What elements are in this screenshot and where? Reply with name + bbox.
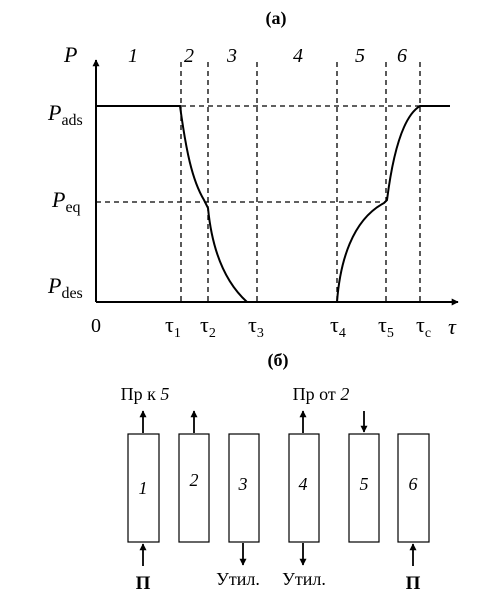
tau-1-label: τ1 — [165, 312, 181, 341]
bottom-label-col-3: Утил. — [216, 569, 260, 589]
stage-5: 5 — [355, 45, 365, 67]
column-3-number: 3 — [238, 474, 248, 494]
p-ads-label: Pads — [47, 100, 83, 129]
stage-3: 3 — [226, 45, 237, 67]
tau-c-label: τc — [416, 312, 431, 341]
bottom-label-col-4: Утил. — [282, 569, 326, 589]
panel-b: (б) Пр к 5 Пр от 2 1 2 3 4 5 6 П Утил. У… — [121, 350, 430, 594]
column-6 — [397, 433, 430, 543]
column-1 — [127, 433, 160, 543]
bottom-label-col-1: П — [136, 573, 151, 594]
pressure-curve-adsorption — [96, 105, 248, 303]
pressure-curve-repressurization — [336, 105, 450, 303]
p-eq-label: Peq — [51, 187, 81, 216]
panel-b-label: (б) — [268, 350, 289, 371]
top-label-col-1: Пр к 5 — [121, 384, 170, 404]
stage-6: 6 — [397, 45, 407, 67]
column-5 — [348, 433, 380, 543]
x-axis-symbol: τ — [448, 314, 457, 339]
origin-label: 0 — [91, 315, 101, 337]
tau-4-label: τ4 — [330, 312, 346, 341]
column-5-number: 5 — [360, 474, 369, 494]
bottom-label-col-6: П — [406, 573, 421, 594]
column-3 — [228, 433, 260, 543]
column-4-number: 4 — [299, 474, 308, 494]
stage-2: 2 — [184, 45, 194, 67]
column-2-number: 2 — [190, 470, 199, 490]
column-2 — [178, 433, 210, 543]
top-label-col-4: Пр от 2 — [293, 384, 350, 404]
column-1-number: 1 — [139, 478, 148, 498]
column-4 — [288, 433, 320, 543]
y-axis-symbol: P — [63, 42, 77, 67]
panel-a-label: (а) — [266, 8, 287, 29]
tau-3-label: τ3 — [248, 312, 264, 341]
panel-a: (а) P τ 0 Pads Peq Pdes 1 2 3 4 5 6 τ1 τ… — [47, 8, 459, 341]
stage-1: 1 — [128, 45, 138, 67]
tau-5-label: τ5 — [378, 312, 394, 341]
p-des-label: Pdes — [47, 273, 83, 302]
stage-4: 4 — [293, 45, 303, 67]
column-6-number: 6 — [409, 474, 418, 494]
tau-2-label: τ2 — [200, 312, 216, 341]
